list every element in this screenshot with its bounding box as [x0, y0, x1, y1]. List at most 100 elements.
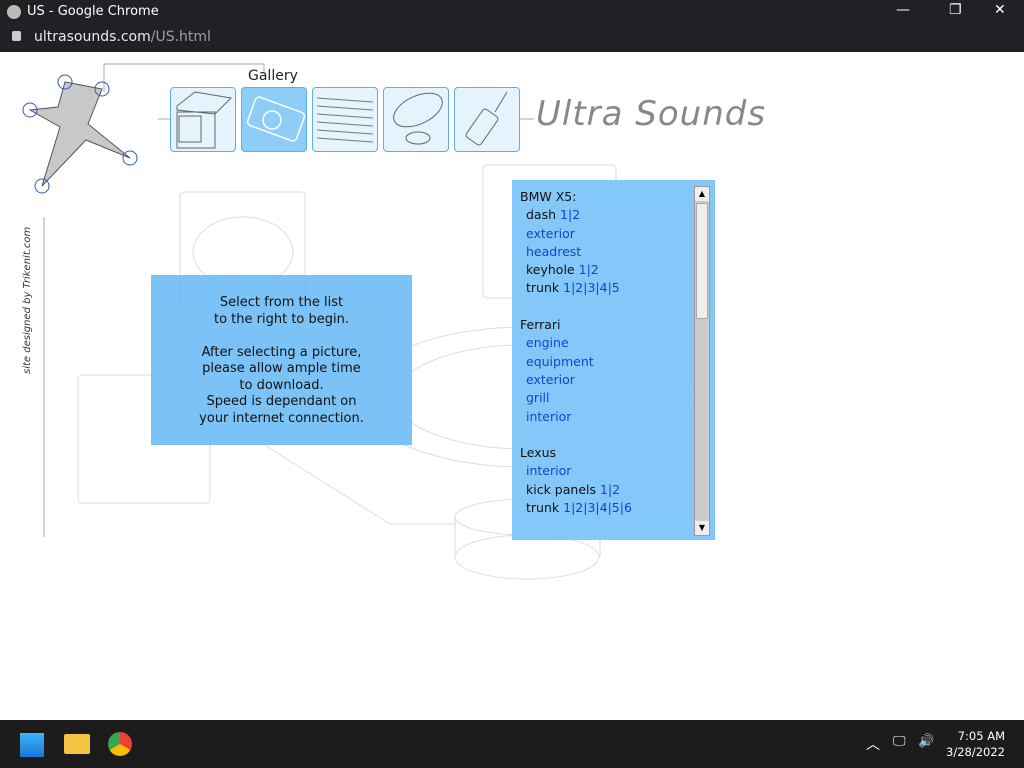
- time: 7:05 AM: [957, 729, 1005, 743]
- separator: |: [595, 280, 600, 296]
- close-button[interactable]: ✕: [994, 2, 1006, 18]
- picture-number-link[interactable]: 1: [578, 262, 587, 278]
- network-icon[interactable]: 🖵: [893, 734, 906, 749]
- nav-home-button[interactable]: [170, 87, 236, 152]
- minimize-button[interactable]: —: [896, 2, 910, 18]
- item-label: keyhole: [526, 262, 575, 278]
- file-explorer-icon[interactable]: [64, 734, 90, 754]
- list-item: trunk 1|2|3|4|5: [520, 279, 715, 297]
- star-handles: [22, 74, 138, 194]
- list-scrollbar[interactable]: ▲ ▼: [694, 186, 710, 536]
- separator: |: [586, 262, 591, 278]
- nav-articles-button[interactable]: [312, 87, 378, 152]
- title-bar: US - Google Chrome — ❐ ✕: [0, 0, 1024, 24]
- separator: |: [619, 500, 624, 516]
- scroll-thumb[interactable]: [696, 203, 708, 319]
- volume-icon[interactable]: 🔊: [918, 734, 935, 749]
- list-item: kick panels 1|2: [520, 481, 715, 499]
- list-item: equipment: [520, 353, 715, 371]
- picture-number-link[interactable]: 2: [572, 207, 581, 223]
- picture-number-link[interactable]: 1: [599, 481, 608, 497]
- picture-number-link[interactable]: 6: [623, 500, 632, 516]
- window-title: US - Google Chrome: [27, 4, 159, 19]
- list-item: dash 1|2: [520, 206, 715, 224]
- picture-number-link[interactable]: 2: [575, 280, 584, 296]
- picture-number-link[interactable]: 2: [612, 481, 621, 497]
- credit-text[interactable]: site designed by Trikenit.com: [22, 226, 33, 374]
- separator: |: [607, 481, 613, 497]
- list-item: trunk 1|2|3|4|5|6: [520, 499, 715, 517]
- separator: |: [607, 280, 612, 296]
- picture-number-link[interactable]: 5: [611, 500, 620, 516]
- picture-number-link[interactable]: 3: [587, 280, 596, 296]
- list-item: keyhole 1|2: [520, 261, 715, 279]
- item-link[interactable]: interior: [526, 463, 572, 479]
- group-title: Lexus: [520, 445, 557, 461]
- separator: |: [607, 500, 612, 516]
- info-line: to download.: [239, 377, 324, 393]
- info-line: [151, 328, 412, 345]
- list-item: interior: [520, 408, 715, 426]
- item-link[interactable]: engine: [526, 335, 569, 351]
- separator: |: [583, 280, 588, 296]
- item-link[interactable]: headrest: [526, 243, 582, 259]
- item-link[interactable]: equipment: [526, 353, 594, 369]
- picture-number-link[interactable]: 1: [563, 280, 572, 296]
- nav-gallery-button[interactable]: [241, 87, 307, 152]
- item-label: trunk: [526, 280, 560, 296]
- list-item: interior: [520, 462, 715, 480]
- newspaper-icon: [316, 97, 374, 143]
- chrome-icon[interactable]: [108, 732, 132, 756]
- picture-number-link[interactable]: 4: [599, 500, 608, 516]
- scroll-down-arrow[interactable]: ▼: [695, 521, 709, 535]
- info-box: Select from the list to the right to beg…: [151, 275, 412, 445]
- list-item: engine: [520, 334, 715, 352]
- site-logo: Ultra Sounds: [536, 94, 767, 134]
- info-line: Select from the list: [219, 295, 344, 310]
- nav-contact-button[interactable]: [454, 87, 520, 152]
- address-bar[interactable]: ultrasounds.com/US.html: [0, 24, 1024, 52]
- info-line: After selecting a picture,: [201, 344, 362, 360]
- url[interactable]: ultrasounds.com/US.html: [34, 29, 211, 45]
- windows-start-icon[interactable]: [20, 733, 44, 757]
- cellphone-icon: [465, 91, 508, 146]
- picture-number-link[interactable]: 2: [590, 262, 599, 278]
- camera-icon: [246, 96, 306, 142]
- restore-button[interactable]: ❐: [949, 2, 962, 18]
- page-content: Gallery Ultra Sounds Select from the lis…: [0, 52, 1024, 720]
- list-item: grill: [520, 389, 715, 407]
- item-link[interactable]: interior: [526, 408, 572, 424]
- nav-speakers-button[interactable]: [383, 87, 449, 152]
- item-label: trunk: [526, 500, 560, 516]
- list-item: exterior: [520, 225, 715, 243]
- item-link[interactable]: exterior: [526, 371, 575, 387]
- tray-chevron-icon[interactable]: ︿: [866, 737, 880, 753]
- url-path: /US.html: [150, 29, 211, 45]
- item-link[interactable]: grill: [526, 390, 550, 406]
- picture-number-link[interactable]: 1: [563, 500, 572, 516]
- separator: |: [583, 500, 588, 516]
- url-host: ultrasounds.com: [34, 29, 151, 45]
- item-link[interactable]: exterior: [526, 225, 575, 241]
- separator: |: [571, 500, 576, 516]
- group-title: Ferrari: [520, 317, 561, 333]
- picture-number-link[interactable]: 5: [611, 280, 620, 296]
- info-line: to the right to begin.: [214, 311, 349, 327]
- list-group: Ferrari engine equipment exterior grill inter…: [520, 316, 715, 426]
- picture-number-link[interactable]: 2: [575, 500, 584, 516]
- separator: |: [567, 207, 573, 223]
- picture-number-link[interactable]: 1: [560, 207, 568, 223]
- building-icon: [176, 91, 233, 149]
- scroll-up-arrow[interactable]: ▲: [695, 187, 709, 201]
- gallery-label: Gallery: [248, 68, 298, 84]
- item-label: dash: [526, 207, 557, 223]
- lock-icon: [12, 31, 21, 41]
- list-item: exterior: [520, 371, 715, 389]
- picture-number-link[interactable]: 3: [587, 500, 596, 516]
- info-line: please allow ample time: [202, 361, 361, 376]
- picture-number-link[interactable]: 4: [599, 280, 608, 296]
- info-line: your internet connection.: [199, 410, 364, 426]
